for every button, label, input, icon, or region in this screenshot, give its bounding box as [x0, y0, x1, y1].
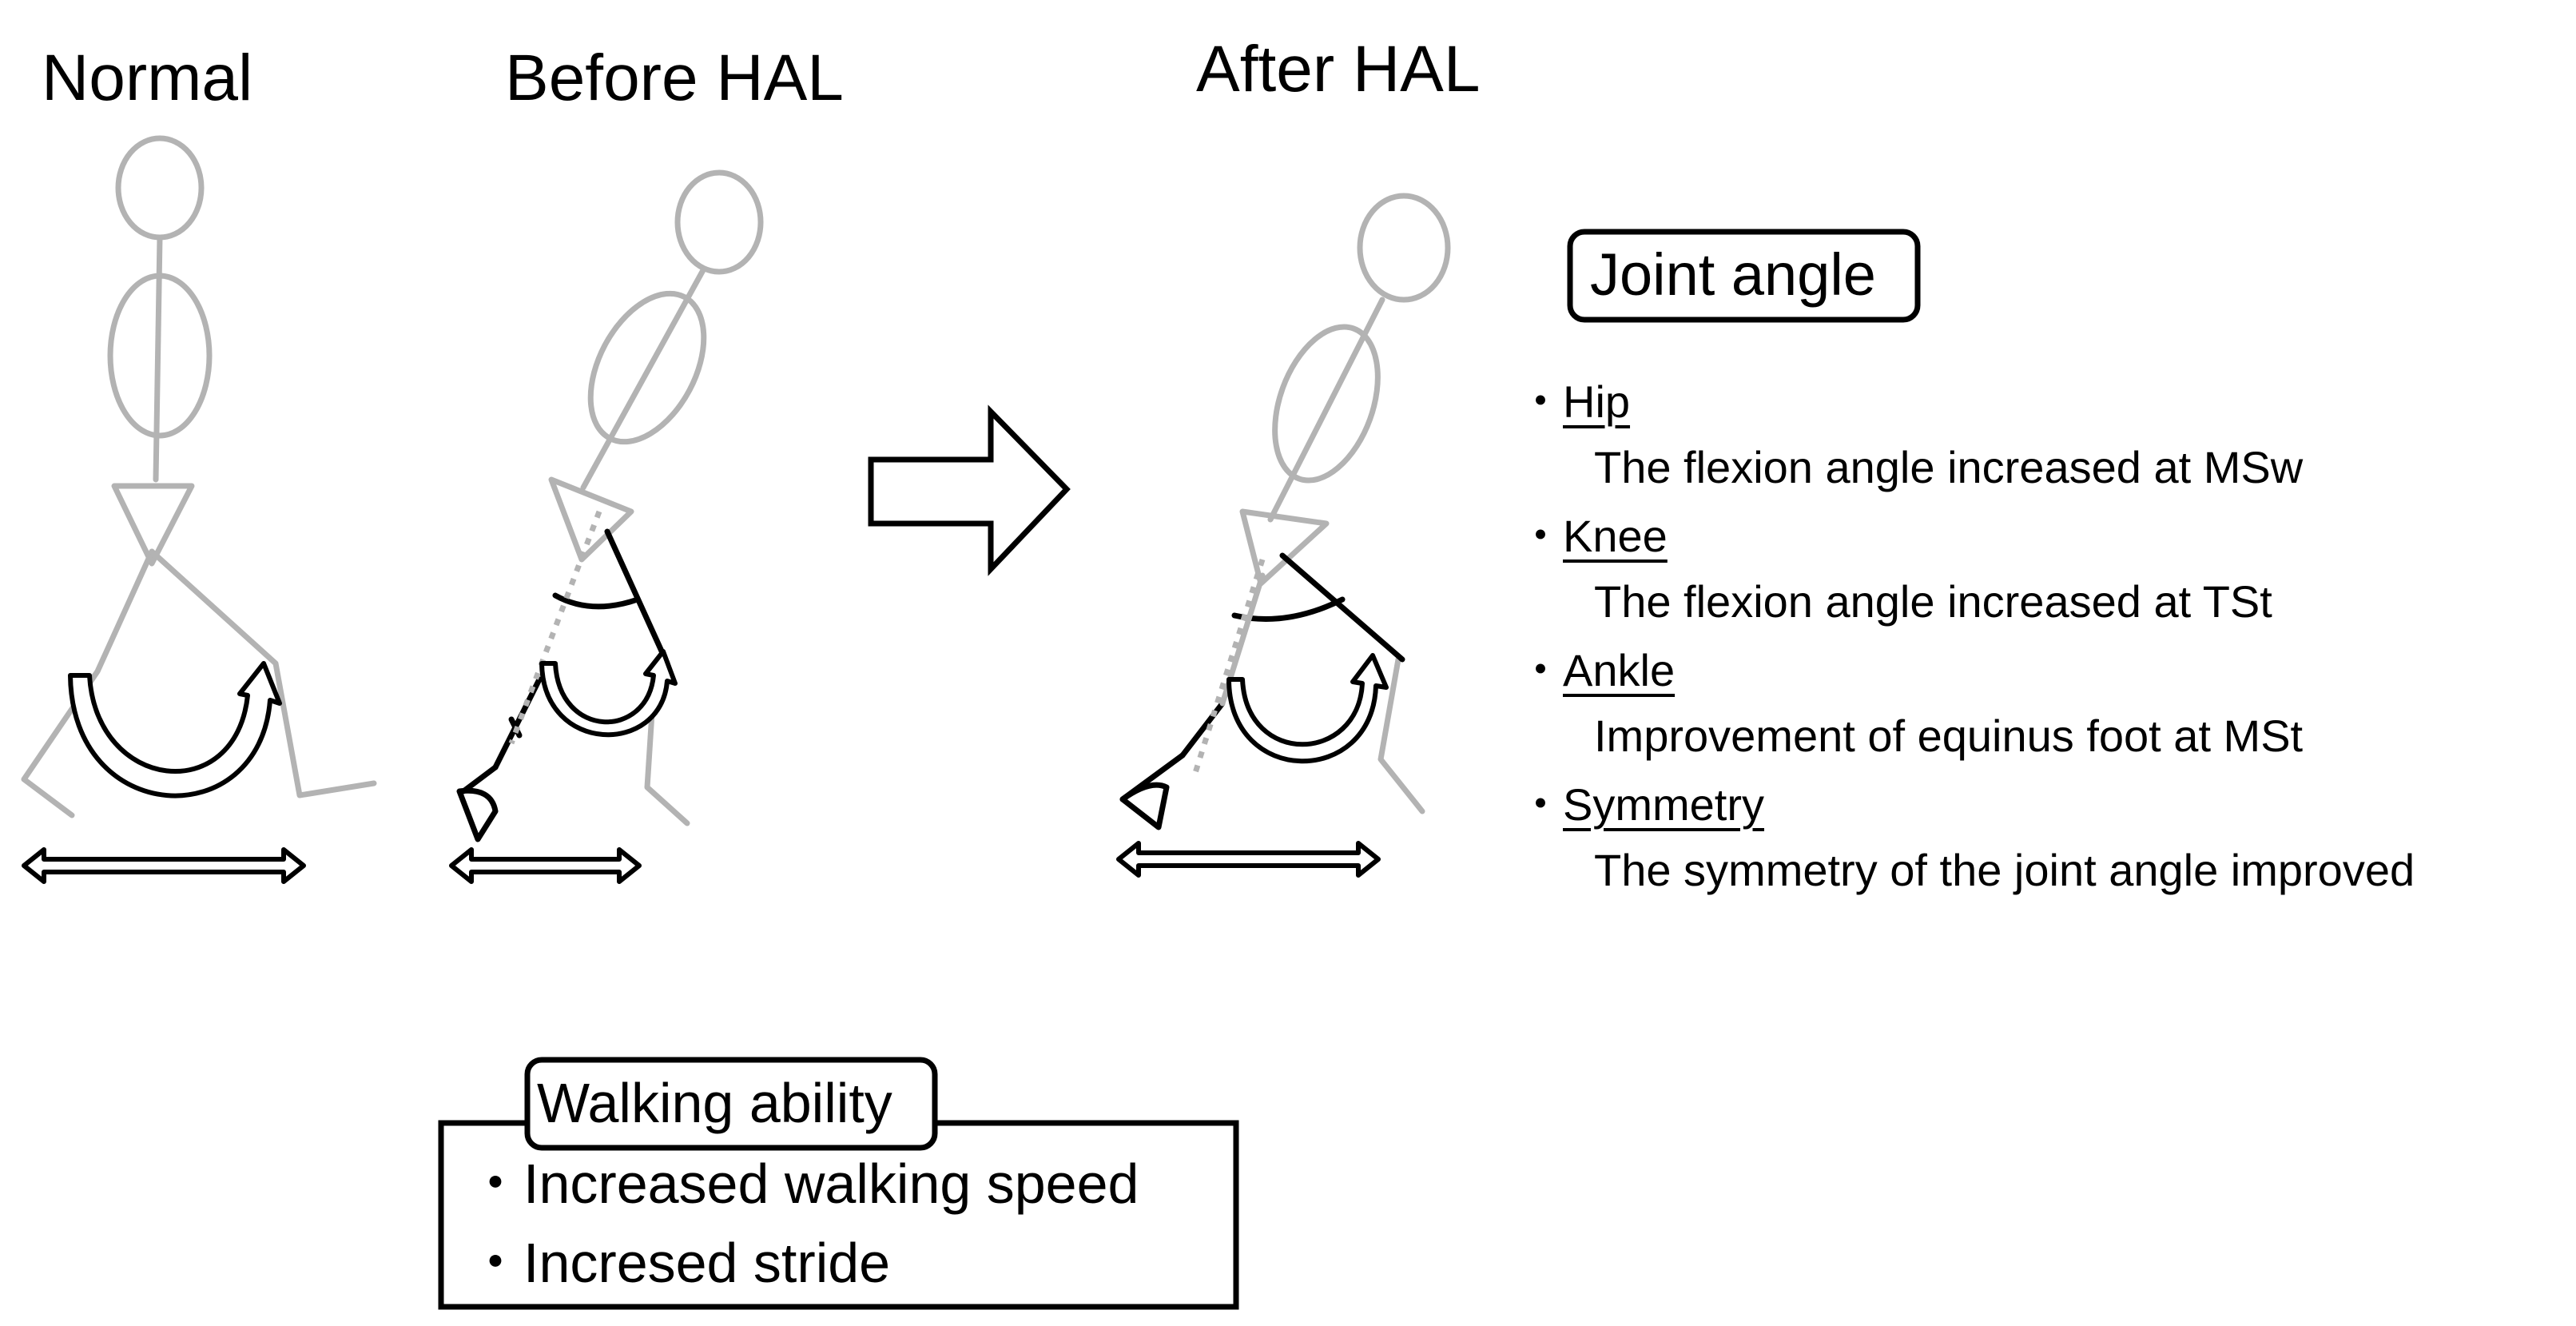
walking-item-text: Increased walking speed [523, 1153, 1139, 1215]
bullet: ・ [467, 1232, 523, 1294]
joint-item-symmetry: ・Symmetry [1518, 782, 1764, 827]
after-leg-highlight [1119, 552, 1405, 830]
walking-item-text: Incresed stride [523, 1232, 891, 1294]
normal-stride-arrow [22, 847, 306, 884]
joint-name: Symmetry [1563, 779, 1764, 830]
after-hal-label: After HAL [1196, 33, 1481, 106]
normal-spine [153, 234, 163, 483]
joint-desc-hip: The flexion angle increased at MSw [1594, 442, 2304, 492]
before-leg-highlight [456, 528, 670, 842]
after-spine [1267, 297, 1385, 523]
bullet: ・ [1518, 376, 1563, 427]
after-dotted-reference [1191, 558, 1266, 777]
normal-label: Normal [42, 42, 253, 114]
before-pelvis [548, 476, 634, 563]
before-head [674, 169, 764, 275]
bullet: ・ [1518, 779, 1563, 830]
joint-desc-knee: The flexion angle increased at TSt [1594, 576, 2272, 627]
walking-ability-title-box [524, 1057, 938, 1151]
normal-back-leg [149, 548, 377, 798]
normal-front-leg [21, 548, 155, 818]
before-stride-arrow [449, 847, 642, 884]
after-torso [1272, 324, 1381, 484]
joint-item-hip: ・Hip [1518, 380, 1630, 424]
joint-item-knee: ・Knee [1518, 514, 1668, 559]
bullet: ・ [1518, 645, 1563, 695]
joint-name: Ankle [1563, 645, 1676, 695]
before-dotted-reference [508, 510, 602, 745]
normal-hip-motion-arrow [68, 661, 282, 798]
after-figure [1239, 193, 1451, 814]
after-back-leg [1377, 656, 1425, 814]
joint-desc-symmetry: The symmetry of the joint angle improved [1594, 845, 2415, 895]
before-hip-motion-arrow [539, 649, 678, 738]
progress-arrow [868, 404, 1071, 576]
walking-item-stride: ・Incresed stride [467, 1235, 890, 1291]
walking-ability-box [438, 1120, 1239, 1310]
after-stride-arrow [1116, 841, 1381, 878]
joint-name: Knee [1563, 511, 1668, 561]
joint-angle-title: Joint angle [1590, 241, 1876, 308]
walking-item-speed: ・Increased walking speed [467, 1156, 1139, 1212]
walking-ability-title: Walking ability [537, 1072, 892, 1134]
bullet: ・ [1518, 511, 1563, 561]
normal-pelvis [111, 483, 195, 567]
before-hal-label: Before HAL [505, 42, 844, 114]
joint-name: Hip [1563, 376, 1631, 427]
after-head [1357, 193, 1451, 303]
joint-item-ankle: ・Ankle [1518, 648, 1675, 693]
after-pelvis [1239, 508, 1330, 587]
bullet: ・ [467, 1153, 523, 1215]
before-spine [580, 267, 706, 491]
joint-desc-ankle: Improvement of equinus foot at MSt [1594, 711, 2304, 761]
after-hip-motion-arrow [1226, 653, 1389, 764]
joint-angle-title-box [1567, 229, 1921, 323]
normal-figure [21, 135, 377, 818]
normal-head [115, 135, 205, 241]
